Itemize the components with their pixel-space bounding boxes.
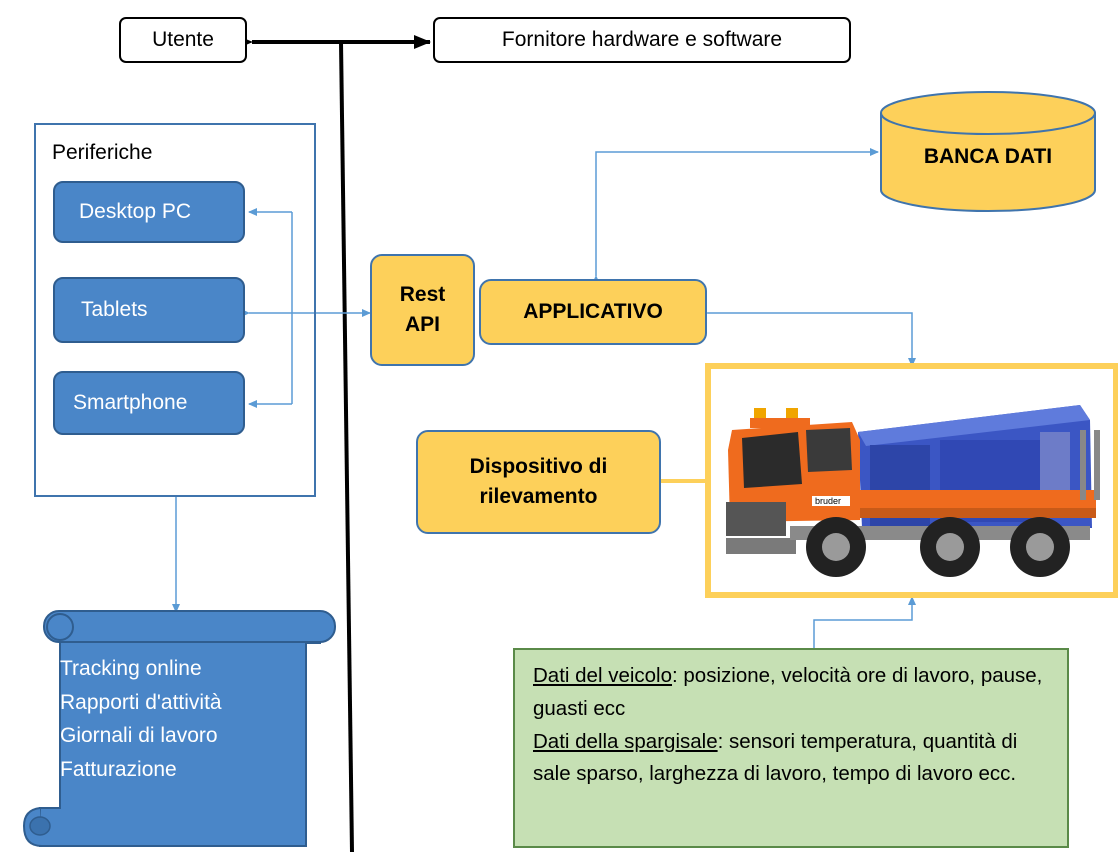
- scroll-shape: [22, 610, 336, 847]
- device-line1: Dispositivo di: [469, 454, 608, 478]
- tablets-button[interactable]: Tablets: [53, 277, 245, 343]
- desktop-pc-button[interactable]: Desktop PC: [53, 181, 245, 243]
- rest-api-line1: Rest: [399, 282, 446, 306]
- truck-brand: bruder: [815, 496, 841, 506]
- tablets-label: Tablets: [81, 298, 148, 321]
- note-vehicle-label: Dati del veicolo: [533, 664, 673, 687]
- peripherals-group: Periferiche: [34, 123, 316, 497]
- arrow-app-database: [592, 148, 879, 284]
- truck-illustration: [705, 363, 1118, 598]
- device-line2: rilevamento: [479, 485, 598, 508]
- note-spreader-label: Dati della spargisale: [533, 729, 718, 753]
- applicativo-box: APPLICATIVO: [479, 279, 707, 345]
- supplier-box: Fornitore hardware e software: [433, 17, 851, 63]
- peripherals-title: Periferiche: [52, 141, 153, 164]
- user-box: Utente: [119, 17, 247, 63]
- smartphone-label: Smartphone: [73, 391, 188, 414]
- scroll-line-reports: Rapporti d'attività: [60, 690, 222, 714]
- database-cylinder: [880, 91, 1096, 212]
- divider-line: [339, 41, 354, 852]
- applicativo-label: APPLICATIVO: [523, 299, 663, 323]
- data-note: Dati del veicolo: posizione, velocità or…: [513, 648, 1069, 848]
- scroll-line-billing: Fatturazione: [60, 757, 177, 781]
- note-vehicle-text: : posizione, velocità ore di lavoro, pau…: [533, 664, 1043, 720]
- rest-api-box: Rest API: [370, 254, 475, 366]
- user-label: Utente: [152, 28, 214, 51]
- smartphone-button[interactable]: Smartphone: [53, 371, 245, 435]
- note-spreader-text: : sensori temperatura, quantità di sale …: [533, 729, 1018, 786]
- desktop-pc-label: Desktop PC: [79, 200, 192, 223]
- rest-api-line2: API: [404, 313, 440, 336]
- database-label: BANCA DATI: [923, 145, 1053, 168]
- arrow-note-truck: [813, 596, 916, 648]
- scroll-line-journals: Giornali di lavoro: [60, 724, 218, 748]
- scroll-line-tracking: Tracking online: [60, 657, 202, 680]
- device-box: Dispositivo di rilevamento: [416, 430, 661, 534]
- arrow-app-truck: [700, 309, 916, 367]
- supplier-label: Fornitore hardware e software: [501, 28, 783, 51]
- scroll-content: Tracking online Rapporti d'attività Gior…: [60, 652, 300, 786]
